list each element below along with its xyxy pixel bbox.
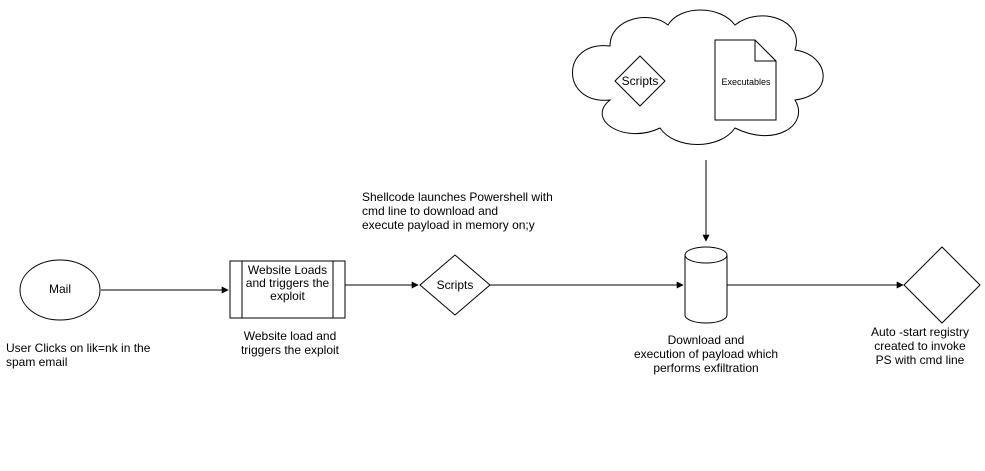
shellcode-caption: Shellcode launches Powershell with cmd l… [362,190,553,232]
website-caption: Website load and triggers the exploit [230,329,350,357]
shellcode-caption-line-1: Shellcode launches Powershell with [362,190,553,204]
download-caption-line-2: execution of payload which [633,347,779,361]
registry-caption-line-1: Auto -start registry [870,325,970,339]
cloud-node [572,9,824,145]
mail-caption: User Clicks on lik=nk in the spam email [6,341,150,369]
cloud-scripts-label: Scripts [621,74,659,88]
download-caption: Download and execution of payload which … [626,333,786,375]
website-node-line-1: Website Loads [247,263,328,277]
download-caption-line-1: Download and [667,333,745,347]
registry-caption-line-3: PS with cmd line [875,353,965,367]
database-node [684,255,728,324]
executables-fold [754,40,776,62]
mail-caption-line-1: User Clicks on lik=nk in the [6,341,151,355]
scripts-decision-label: Scripts [436,278,474,292]
download-caption-line-3: performs exfiltration [653,361,759,375]
registry-node [903,246,981,324]
cloud-scripts-node [614,55,666,107]
cloud-executables-label: Executables [721,77,771,87]
registry-caption: Auto -start registry created to invoke P… [860,325,980,367]
website-caption-line-2: triggers the exploit [240,343,340,357]
shellcode-caption-line-3: execute payload in memory on;y [362,218,535,232]
registry-caption-line-2: created to invoke [874,339,966,353]
website-node-line-3: exploit [270,289,305,303]
scripts-decision-node [419,254,491,316]
website-node-label: Website Loads and triggers the exploit [242,264,333,303]
cloud-executables-node [714,39,777,121]
database-top [684,246,728,264]
shellcode-caption-line-2: cmd line to download and [362,204,499,218]
website-node [229,260,346,319]
mail-caption-line-2: spam email [6,355,68,369]
website-caption-line-1: Website load and [243,329,337,343]
mail-node-label: Mail [48,282,71,296]
mail-node [19,259,101,321]
website-node-line-2: and triggers the [245,276,330,290]
